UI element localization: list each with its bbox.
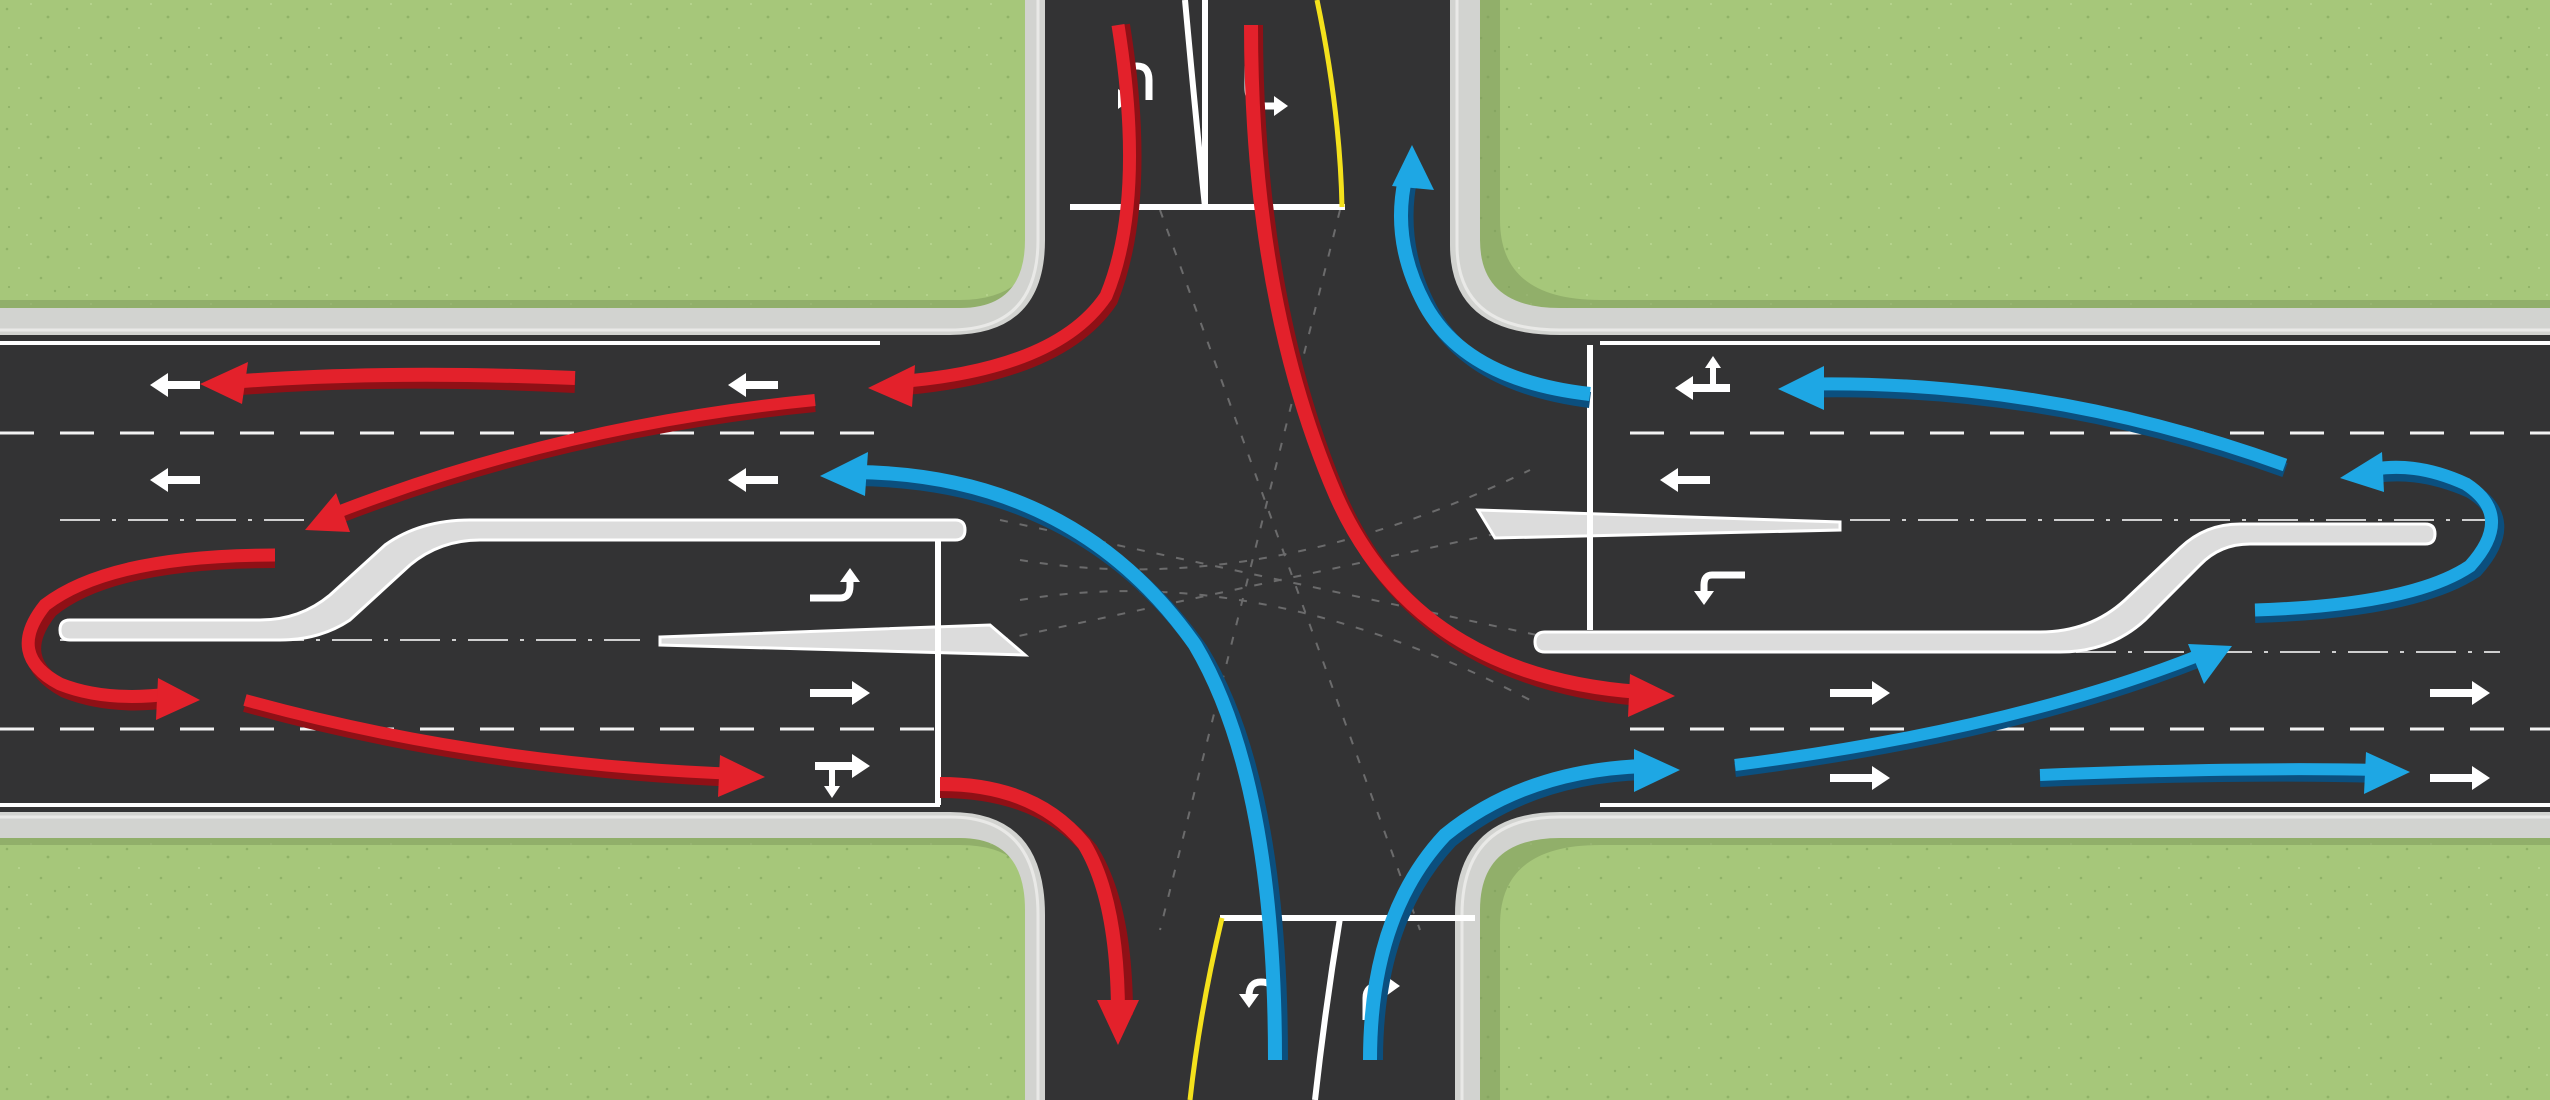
straight-left-combo-arrow (1675, 356, 1730, 400)
blue-arrow-west-to-north (1392, 145, 1591, 408)
red-arrow-east-to-south (939, 777, 1139, 1045)
red-arrow-south-to-west (868, 23, 1142, 407)
median-islands (58, 508, 2437, 657)
right-arrow (2430, 766, 2490, 790)
left-median (58, 518, 967, 642)
straight-left-combo-arrow (815, 754, 870, 798)
blue-movement-arrows (820, 145, 2505, 1061)
red-arrow-westbound (200, 362, 576, 404)
right-arrow (1830, 766, 1890, 790)
red-arrow-u-turn-left (21, 548, 276, 720)
u-turn-arrow (810, 568, 860, 602)
blue-arrow-south-to-east (1363, 749, 1680, 1061)
lane-dashes (0, 431, 2550, 731)
blue-arrow-westbound-right (1778, 366, 2288, 478)
left-arrow (728, 468, 778, 492)
pavement-arrows (150, 62, 2490, 1020)
left-turn-arrow (1694, 571, 1745, 605)
yellow-center-lines (1187, 0, 1345, 1100)
right-arrow (810, 681, 870, 705)
right-arrow (2430, 681, 2490, 705)
left-stop-wedge (658, 623, 1030, 657)
blue-arrow-u-turn-right (2254, 452, 2505, 623)
blue-arrow-north-to-west (820, 452, 1288, 1061)
road-edge-lines (0, 341, 2550, 807)
left-arrow (728, 373, 778, 397)
red-arrow-eastbound (243, 694, 765, 797)
red-movement-arrows (21, 23, 1675, 1045)
left-arrow (1660, 468, 1710, 492)
right-stop-wedge (1475, 508, 1842, 540)
intersection-guide-lines (999, 209, 1561, 931)
red-arrow-north-to-east (1244, 24, 1675, 717)
right-median (1533, 522, 2437, 654)
blue-arrow-eastbound-right (2039, 752, 2410, 794)
red-arrow-lane-shift (305, 394, 816, 532)
left-arrow (150, 468, 200, 492)
blue-arrow-lane-shift-right (1734, 644, 2232, 777)
left-arrow (150, 373, 200, 397)
right-arrow (1830, 681, 1890, 705)
